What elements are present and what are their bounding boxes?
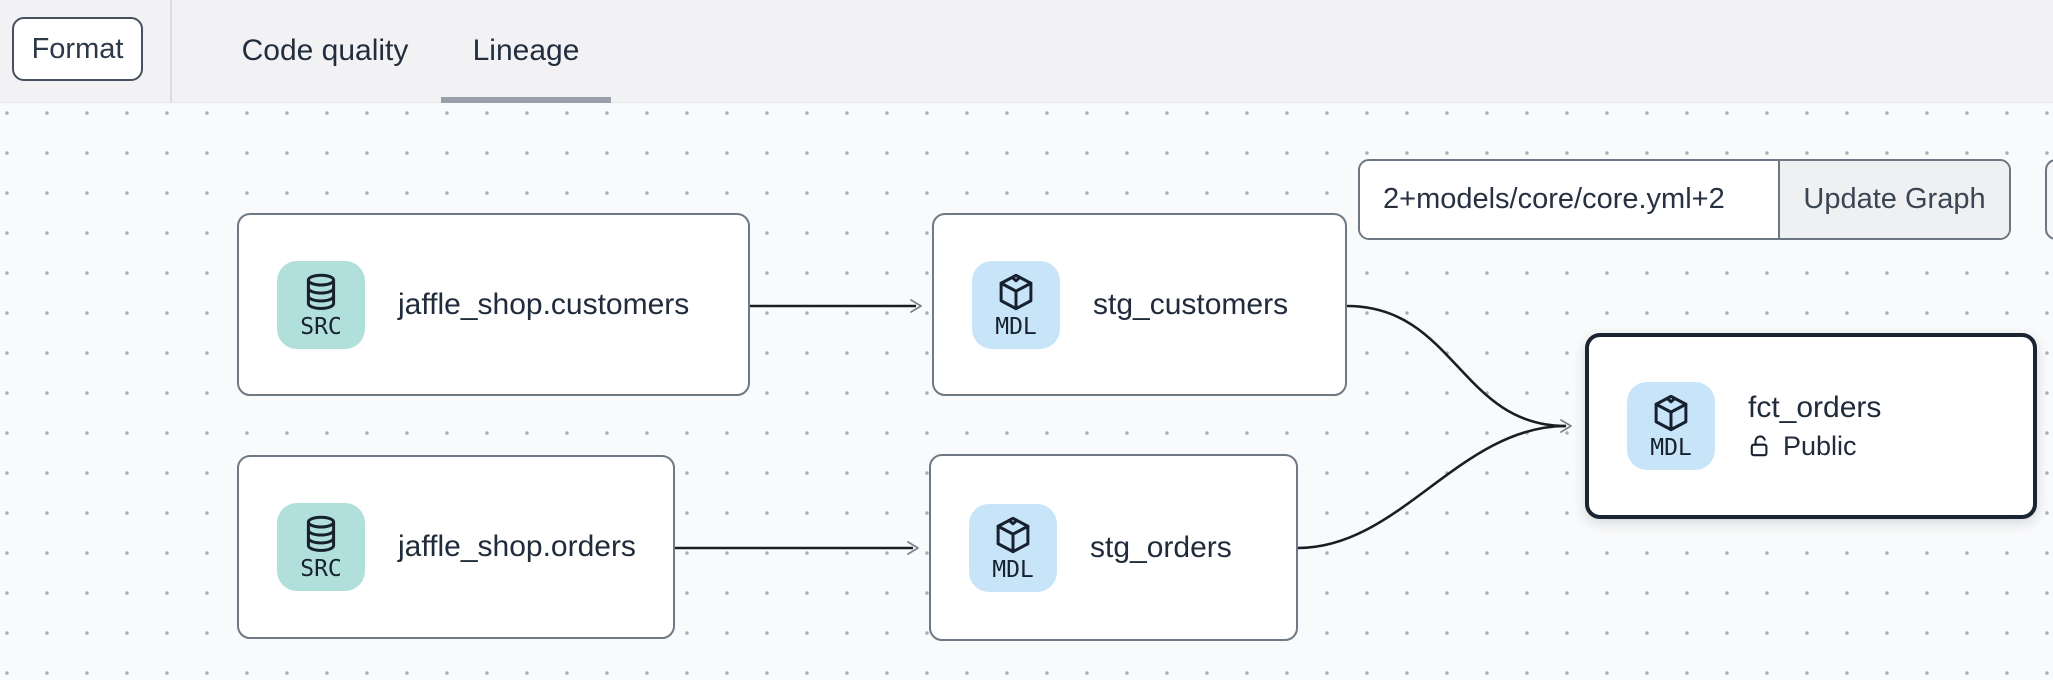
source-badge: SRC <box>277 260 365 349</box>
lineage-canvas[interactable]: SRC jaffle_shop.customers MDL stg_custom… <box>0 103 2053 680</box>
node-label: stg_orders <box>1090 530 1232 564</box>
active-tab-underline <box>441 97 611 103</box>
model-badge: MDL <box>972 260 1060 349</box>
badge-label: SRC <box>300 313 342 340</box>
node-jaffle-shop-customers[interactable]: SRC jaffle_shop.customers <box>237 213 750 396</box>
package-icon <box>996 516 1030 553</box>
node-jaffle-shop-orders[interactable]: SRC jaffle_shop.orders <box>237 455 675 639</box>
update-graph-button[interactable]: Update Graph <box>1778 161 2009 238</box>
edge-stg-orders-to-fct <box>1297 424 1567 550</box>
package-icon <box>999 273 1033 310</box>
model-badge: MDL <box>969 503 1057 592</box>
package-icon <box>1654 394 1688 432</box>
node-meta: fct_orders Public <box>1748 391 1881 462</box>
model-selector-input[interactable] <box>1360 161 1778 238</box>
database-icon <box>306 273 336 310</box>
badge-label: MDL <box>995 313 1037 340</box>
unlock-icon <box>1750 435 1768 457</box>
topbar: Format Code quality Lineage <box>0 0 2053 103</box>
topbar-divider <box>170 0 172 103</box>
node-label: stg_customers <box>1093 287 1289 321</box>
access-row: Public <box>1748 431 1881 462</box>
badge-label: MDL <box>992 556 1034 583</box>
badge-label: SRC <box>300 556 342 582</box>
source-badge: SRC <box>277 503 365 591</box>
node-stg-orders[interactable]: MDL stg_orders <box>929 454 1298 641</box>
clipped-edge-button[interactable] <box>2045 159 2053 240</box>
node-label: jaffle_shop.customers <box>398 287 690 321</box>
edge-stg-customers-to-fct <box>1346 304 1572 433</box>
badge-label: MDL <box>1650 435 1692 461</box>
node-stg-customers[interactable]: MDL stg_customers <box>932 213 1347 396</box>
node-fct-orders[interactable]: MDL fct_orders Public <box>1585 333 2037 519</box>
access-label: Public <box>1783 430 1857 461</box>
tab-lineage[interactable]: Lineage <box>441 0 611 102</box>
format-button[interactable]: Format <box>12 17 143 81</box>
node-label: jaffle_shop.orders <box>398 530 636 563</box>
model-badge: MDL <box>1627 382 1715 470</box>
node-label: fct_orders <box>1748 390 1882 424</box>
tab-code-quality[interactable]: Code quality <box>205 0 445 102</box>
graph-selector-group: Update Graph <box>1358 159 2011 240</box>
database-icon <box>306 515 336 552</box>
